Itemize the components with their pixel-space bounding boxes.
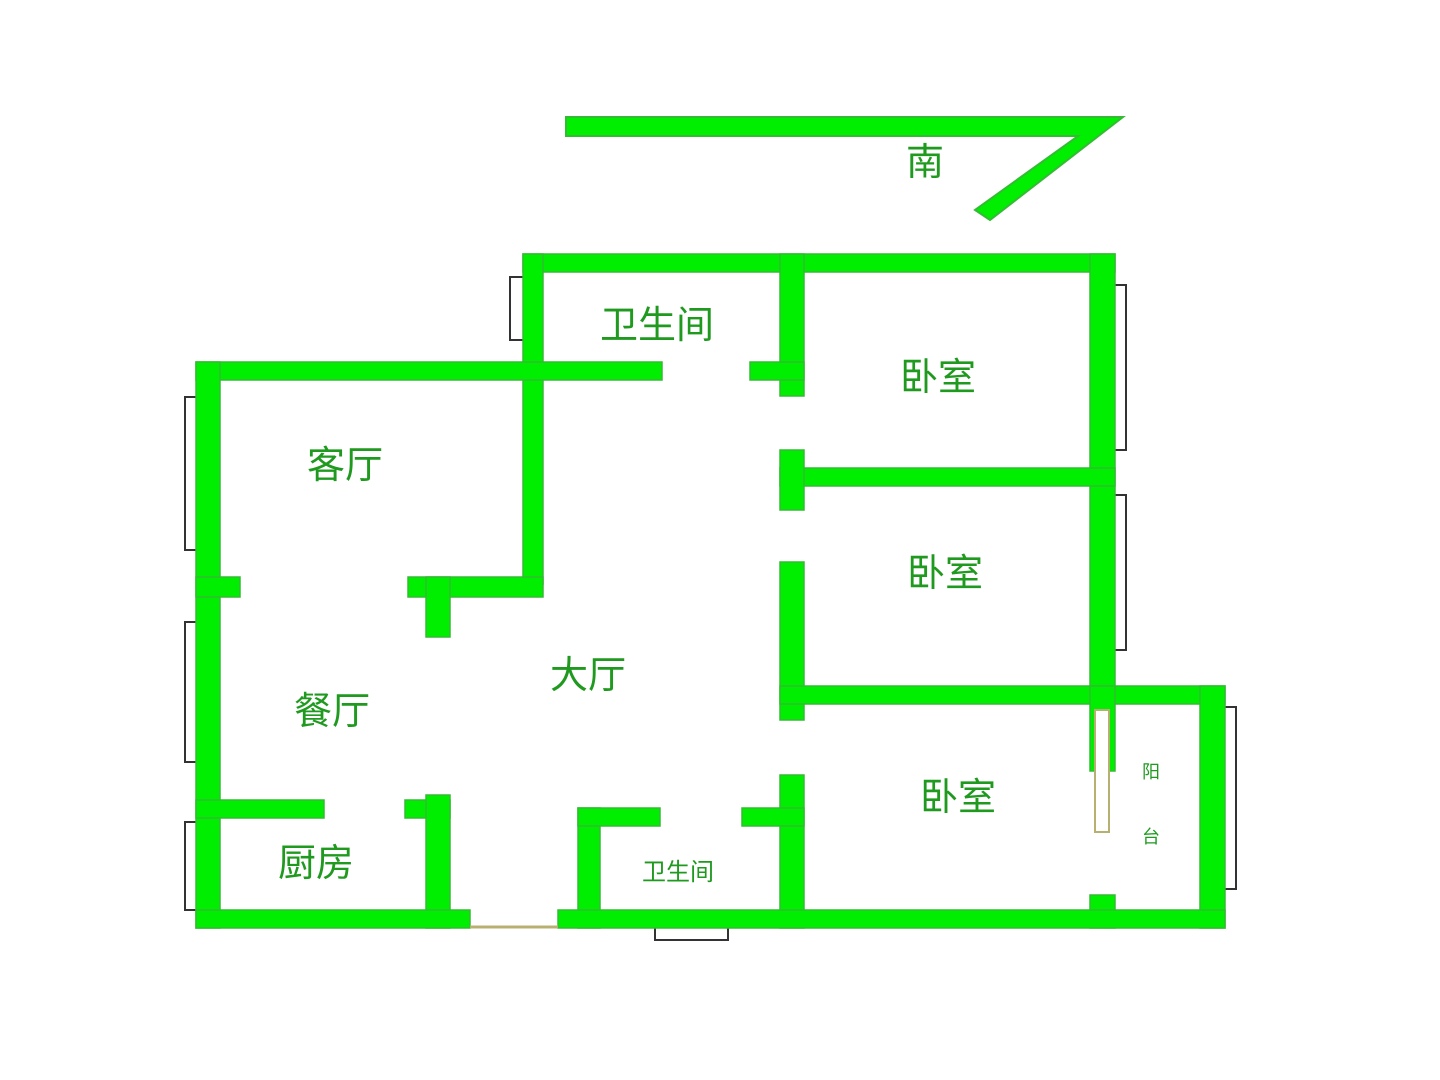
wall-living-inner-stub [425,576,451,638]
wall-bath-door-right [749,361,805,381]
room-label-living-room: 客厅 [307,443,383,487]
compass-label: 南 [906,140,944,184]
wall-bed1-bed2 [779,467,1116,487]
room-label-hall: 大厅 [550,653,626,697]
walls [195,253,1226,929]
wall-bath2-top [577,807,661,827]
room-label-bathroom-bottom: 卫生间 [642,858,714,886]
wall-bottom-left [195,909,471,929]
room-label-bedroom-3: 卧室 [920,775,996,819]
wall-bath2-door-right [741,807,805,827]
wall-top [522,253,1116,273]
room-label-balcony-1: 阳 [1142,762,1160,783]
room-labels: 卫生间 卧室 客厅 卧室 大厅 餐厅 卧室 厨房 卫生间 阳 台 南 [278,140,1160,886]
room-label-bedroom-2: 卧室 [907,551,983,595]
wall-living-top [195,361,663,381]
wall-bed-stub-1 [779,449,805,511]
wall-bath-left [522,253,544,585]
wall-bed2-bed3 [779,685,1226,705]
south-arrow-icon [565,116,1126,222]
wall-kitchen-top [195,799,325,819]
balcony-sliding-door [1094,709,1110,833]
room-label-bedroom-1: 卧室 [900,355,976,399]
room-label-dining-room: 餐厅 [294,689,370,733]
wall-left-stub-1 [195,576,241,598]
room-label-bathroom-top: 卫生间 [600,303,714,347]
wall-bottom-right [557,909,1226,929]
wall-balcony-right [1199,685,1226,929]
south-arrow-shape [565,116,1126,222]
room-label-kitchen: 厨房 [278,841,354,885]
wall-kitchen-right [425,794,451,929]
wall-left [195,361,221,929]
wall-bed3-column [779,774,805,929]
room-label-balcony-2: 台 [1142,827,1160,848]
